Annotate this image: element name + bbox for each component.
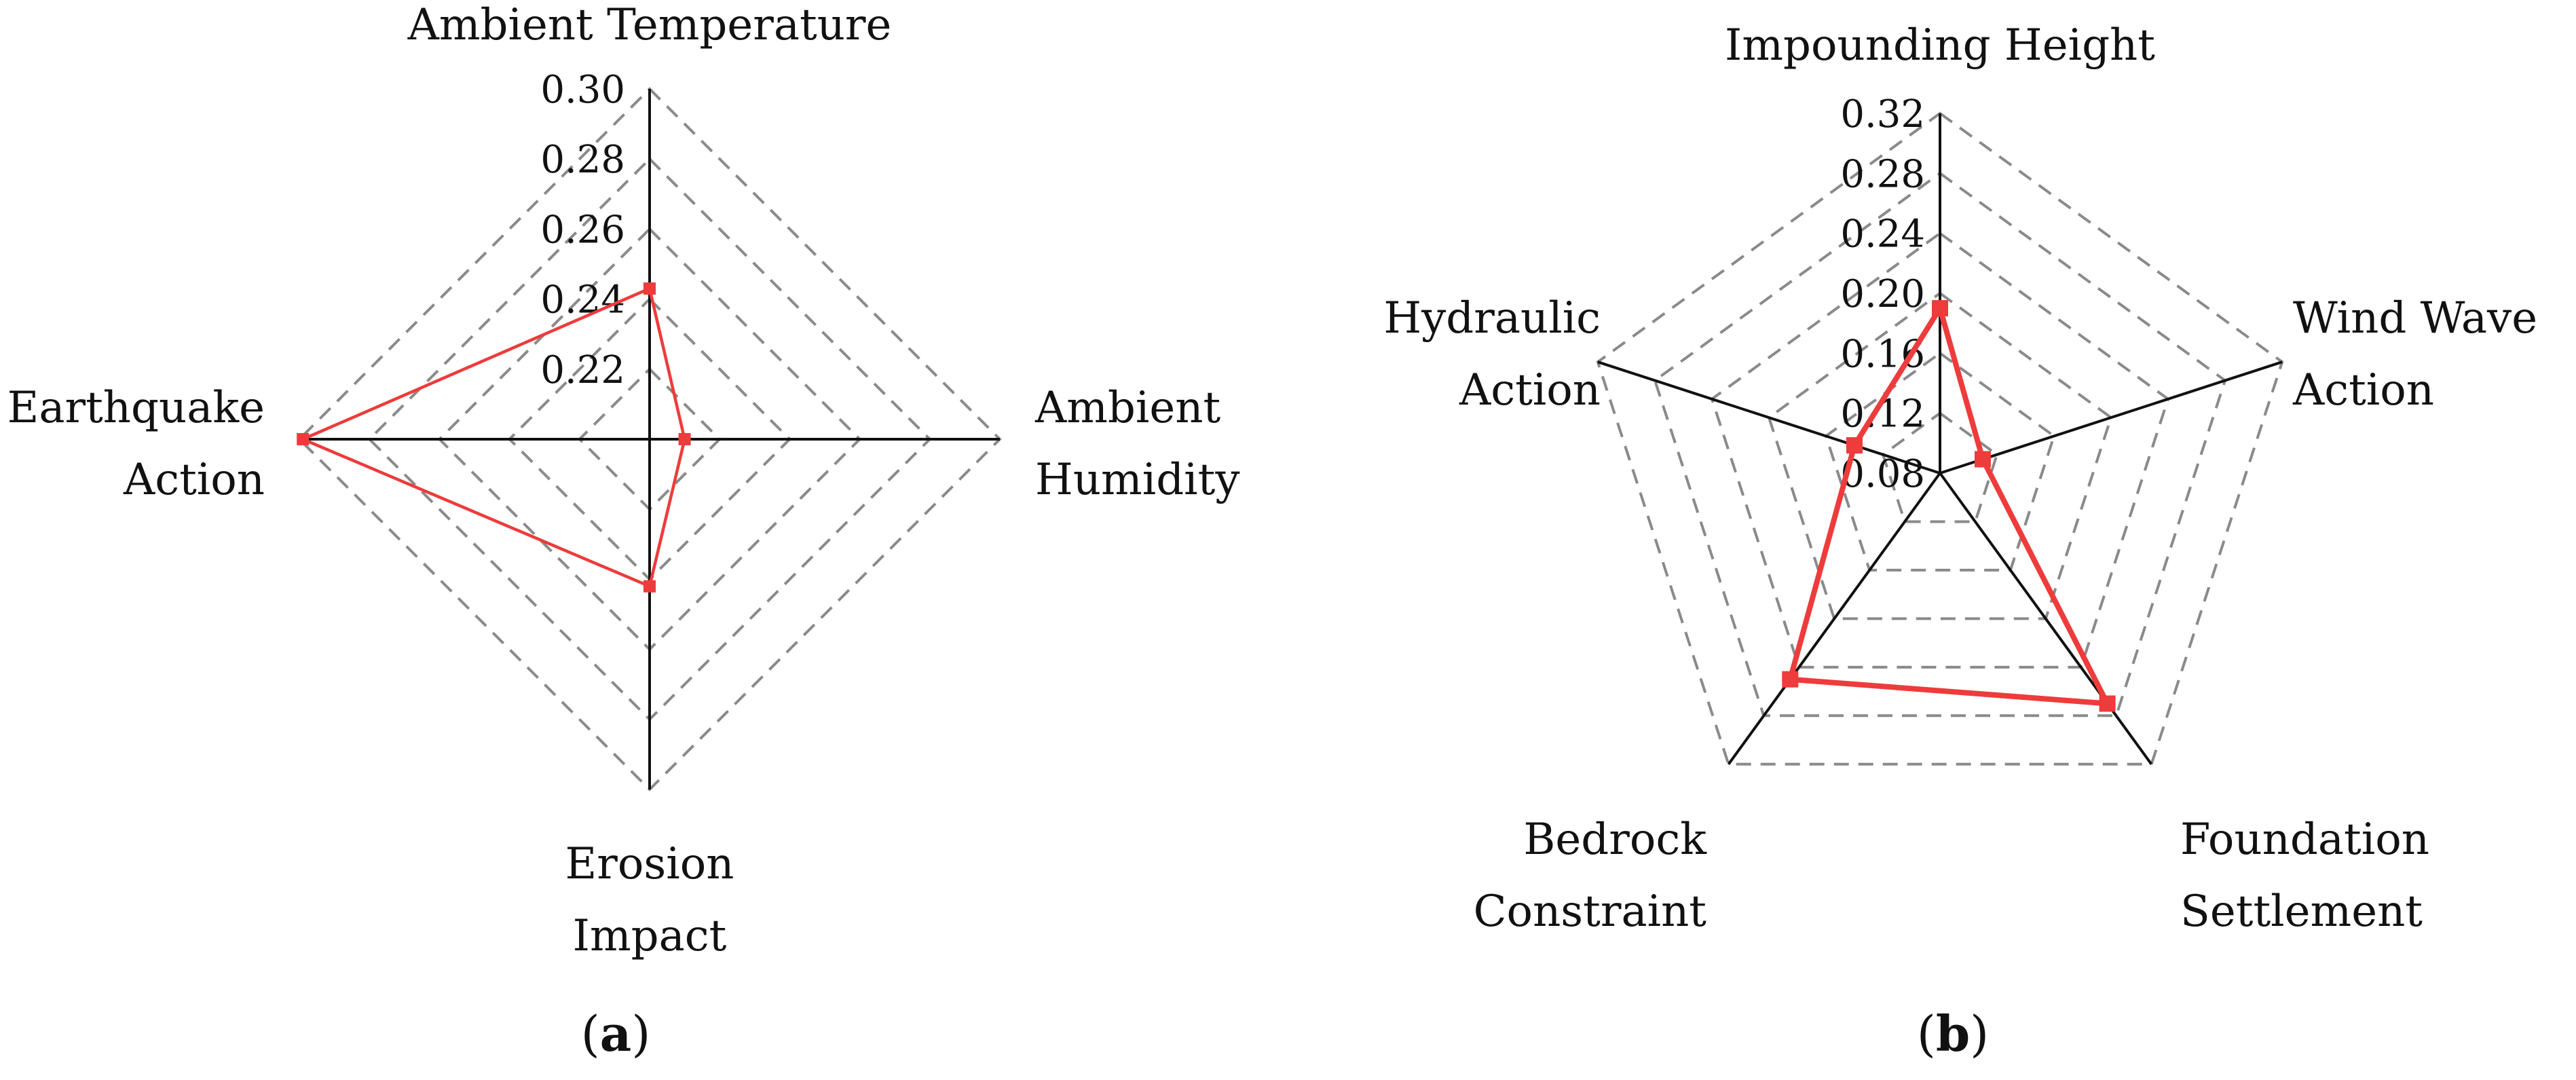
tick-label-0.28: 0.28 (540, 138, 625, 182)
tick-label-0.30: 0.30 (540, 68, 625, 112)
axis-2 (1939, 360, 2283, 474)
radar-chart-a: 0.22 0.24 0.26 0.28 0.30 Ambient TemperatureA… (7, 0, 1240, 961)
data-point-4 (1782, 671, 1799, 688)
grid-ring-0.12 (1881, 411, 1999, 523)
tick-label-0.20: 0.20 (1840, 272, 1925, 316)
axis-4 (1727, 472, 1941, 765)
axis-5 (1597, 360, 1941, 474)
tick-label-0.26: 0.26 (540, 208, 625, 252)
tick-label-0.32: 0.32 (1840, 92, 1925, 136)
grid-ring-0.24 (1710, 231, 2170, 669)
series-line-1 (1787, 305, 2110, 707)
data-point-3 (2099, 695, 2116, 712)
data-point-1 (1932, 300, 1948, 317)
grid-ring-0.16 (1824, 351, 2056, 572)
grid-ring-0.28 (1653, 171, 2227, 718)
axis-3 (1939, 472, 2153, 765)
data-point-2 (1975, 451, 1991, 468)
data-point-5 (1846, 437, 1863, 454)
tick-label-0.22: 0.22 (540, 348, 625, 392)
grid-ring-0.20 (1767, 291, 2113, 620)
data-point-2 (678, 433, 691, 445)
series-line-1 (301, 286, 686, 588)
tick-label-0.08: 0.08 (1840, 452, 1925, 496)
tick-label-0.28: 0.28 (1840, 152, 1925, 196)
grid-ring-0.32 (1596, 111, 2284, 766)
data-point-3 (643, 580, 656, 593)
data-point-1 (643, 282, 656, 295)
tick-label-0.24: 0.24 (540, 278, 625, 322)
data-point-4 (297, 433, 310, 445)
panel-label-a: (a) (581, 1005, 651, 1062)
category-label-1: Impounding Height (1725, 20, 2155, 71)
panel-label-b: (b) (1917, 1005, 1990, 1062)
tick-label-0.24: 0.24 (1840, 212, 1925, 257)
category-label-1: Ambient Temperature (407, 0, 892, 50)
